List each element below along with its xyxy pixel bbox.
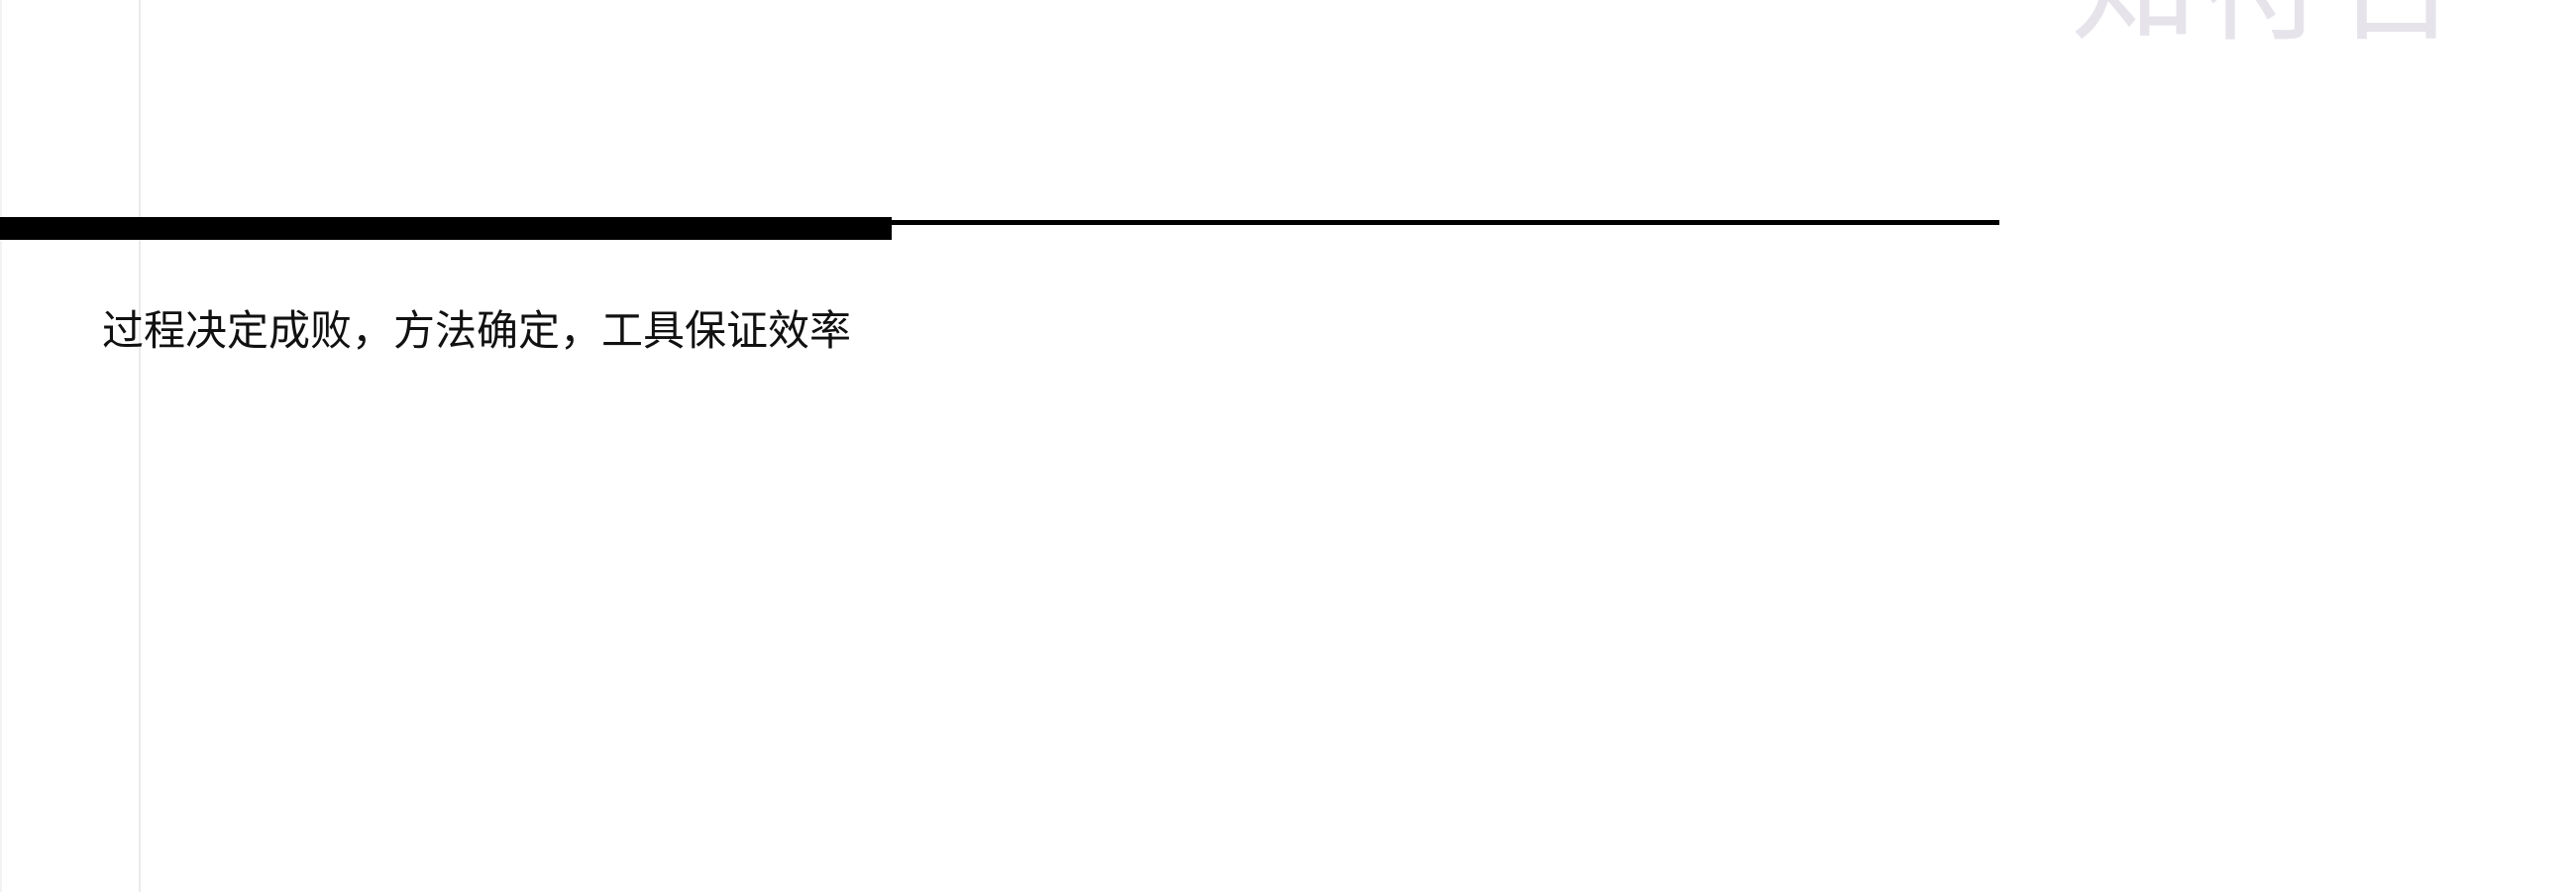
vertical-guide-line <box>139 0 141 892</box>
left-edge-line <box>0 0 2 892</box>
slide-tagline: 过程决定成败，方法确定，工具保证效率 <box>102 306 852 355</box>
header-rule-thick <box>0 217 892 240</box>
header-rule-thin <box>892 220 1999 225</box>
watermark-title: 知符合 <box>2071 0 2463 50</box>
